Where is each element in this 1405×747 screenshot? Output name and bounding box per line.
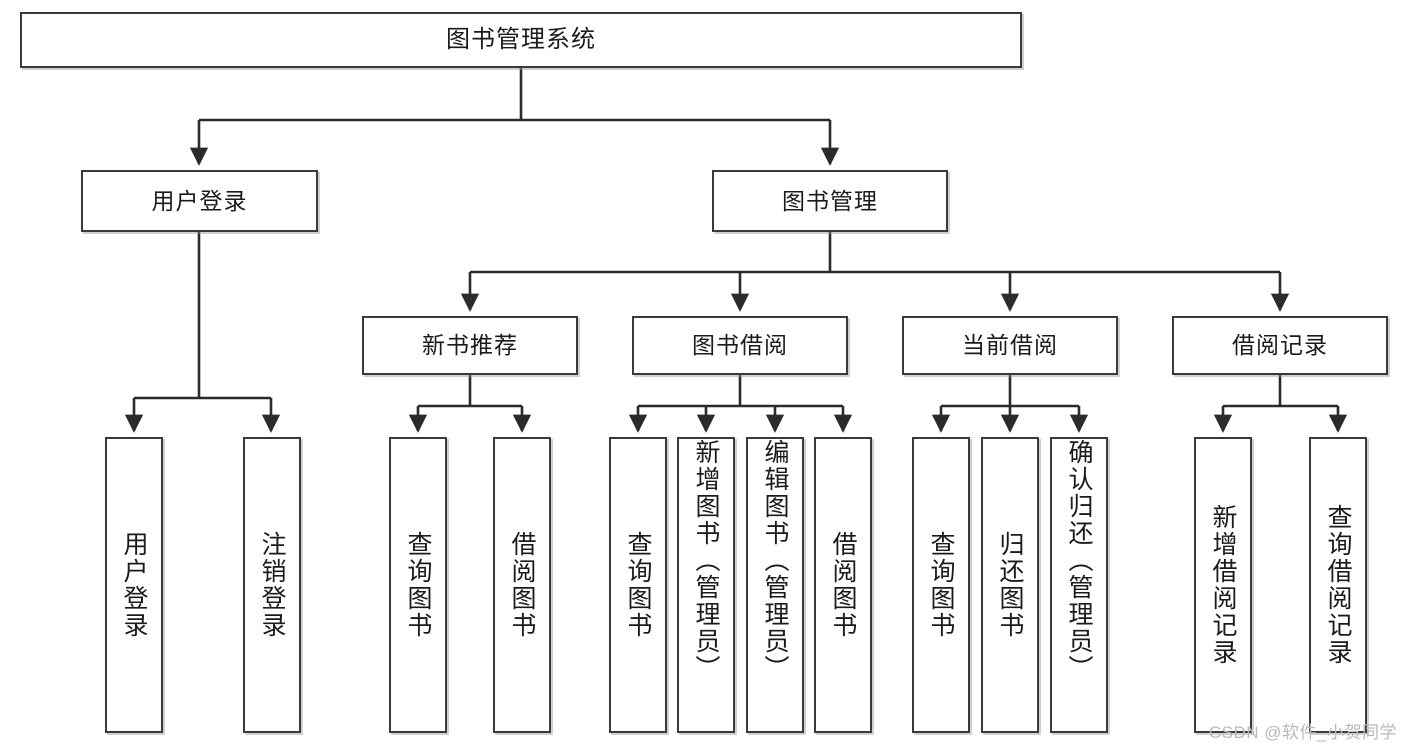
leaf-borrow-book-1-label: 借阅图书 <box>508 531 536 639</box>
leaf-edit-book[interactable]: 编辑图书（管理员） <box>746 437 804 733</box>
node-borrow-record[interactable]: 借阅记录 <box>1172 316 1388 375</box>
leaf-confirm-return-label: 确认归还（管理员） <box>1065 439 1093 682</box>
leaf-query-book-2-label: 查询图书 <box>624 531 652 639</box>
leaf-borrow-book-2[interactable]: 借阅图书 <box>814 437 872 733</box>
leaf-query-book-3-label: 查询图书 <box>927 531 955 639</box>
node-current-borrow[interactable]: 当前借阅 <box>902 316 1118 375</box>
leaf-user-logout-label: 注销登录 <box>258 531 286 639</box>
leaf-borrow-book-2-label: 借阅图书 <box>829 531 857 639</box>
node-current-borrow-label: 当前借阅 <box>962 332 1058 359</box>
leaf-user-login-label: 用户登录 <box>120 531 148 639</box>
node-book-borrow-label: 图书借阅 <box>692 332 788 359</box>
node-root[interactable]: 图书管理系统 <box>20 12 1022 68</box>
node-book-borrow[interactable]: 图书借阅 <box>632 316 848 375</box>
node-new-book-recommend-label: 新书推荐 <box>422 332 518 359</box>
leaf-add-book[interactable]: 新增图书（管理员） <box>677 437 735 733</box>
leaf-confirm-return[interactable]: 确认归还（管理员） <box>1050 437 1108 733</box>
leaf-query-book-1-label: 查询图书 <box>404 531 432 639</box>
leaf-query-borrow-record[interactable]: 查询借阅记录 <box>1309 437 1367 733</box>
node-user-login[interactable]: 用户登录 <box>81 170 318 232</box>
leaf-query-borrow-record-label: 查询借阅记录 <box>1324 504 1352 666</box>
leaf-edit-book-label: 编辑图书（管理员） <box>761 439 789 682</box>
node-user-login-label: 用户登录 <box>151 187 248 214</box>
node-new-book-recommend[interactable]: 新书推荐 <box>362 316 578 375</box>
leaf-query-book-1[interactable]: 查询图书 <box>389 437 447 733</box>
leaf-return-book-label: 归还图书 <box>996 531 1024 639</box>
leaf-return-book[interactable]: 归还图书 <box>981 437 1039 733</box>
leaf-user-logout[interactable]: 注销登录 <box>243 437 301 733</box>
node-book-manage[interactable]: 图书管理 <box>712 170 948 232</box>
leaf-user-login[interactable]: 用户登录 <box>105 437 163 733</box>
csdn-watermark: CSDN @软件_小贺同学 <box>1208 723 1397 742</box>
leaf-query-book-3[interactable]: 查询图书 <box>912 437 970 733</box>
node-book-manage-label: 图书管理 <box>782 187 878 214</box>
leaf-add-borrow-record[interactable]: 新增借阅记录 <box>1194 437 1252 733</box>
node-root-label: 图书管理系统 <box>446 26 596 54</box>
leaf-query-book-2[interactable]: 查询图书 <box>609 437 667 733</box>
leaf-add-borrow-record-label: 新增借阅记录 <box>1209 504 1237 666</box>
leaf-borrow-book-1[interactable]: 借阅图书 <box>493 437 551 733</box>
node-borrow-record-label: 借阅记录 <box>1232 332 1328 359</box>
leaf-add-book-label: 新增图书（管理员） <box>692 439 720 682</box>
